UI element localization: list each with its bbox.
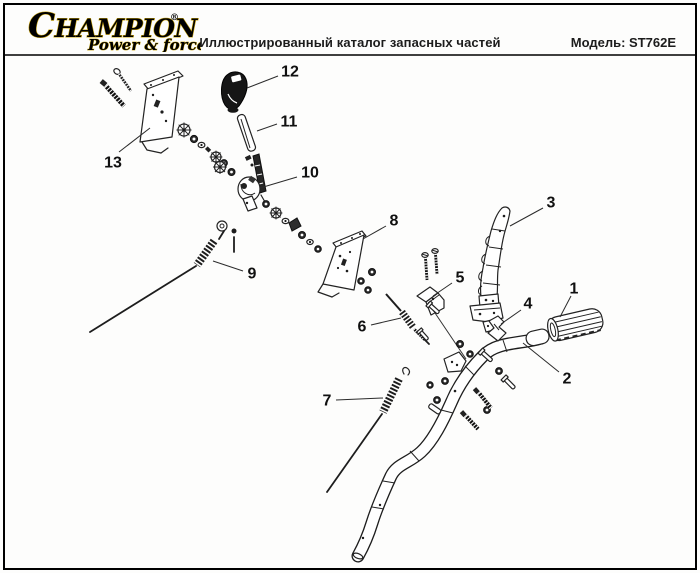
part-number-3: 3 bbox=[547, 195, 556, 212]
leader-line-6 bbox=[370, 317, 402, 326]
leader-line-1 bbox=[559, 295, 572, 318]
leader-line-10 bbox=[259, 176, 298, 189]
part-1-handle-grip bbox=[547, 308, 604, 342]
champion-logo: CHAMPION ® Power & force bbox=[26, 5, 206, 57]
fastener-cluster bbox=[416, 300, 516, 431]
part-number-13: 13 bbox=[104, 155, 122, 172]
registered-mark: ® bbox=[170, 13, 179, 23]
part-10-shifter-mechanism bbox=[213, 153, 267, 212]
part-8-bracket-plate bbox=[317, 230, 376, 298]
logo-brand-text: CHAMPION bbox=[28, 6, 199, 46]
part-number-10: 10 bbox=[301, 165, 319, 182]
washer-trail-upper bbox=[176, 122, 228, 167]
leader-line-9 bbox=[212, 260, 244, 272]
part-7-cable-assembly bbox=[326, 366, 411, 493]
logo-tagline: Power & force bbox=[87, 36, 201, 52]
part-number-2: 2 bbox=[563, 371, 572, 388]
part-number-5: 5 bbox=[456, 270, 465, 287]
part-number-9: 9 bbox=[248, 266, 257, 283]
part-12-shift-knob bbox=[221, 71, 248, 113]
part-number-1: 1 bbox=[570, 281, 579, 298]
page-title: Иллюстрированный каталог запасных частей bbox=[199, 35, 501, 50]
leader-line-12 bbox=[246, 75, 279, 89]
tube-mount-plate bbox=[443, 351, 467, 373]
part-number-6: 6 bbox=[358, 319, 367, 336]
part-3-drive-lever bbox=[469, 206, 511, 333]
part-4-clip bbox=[487, 315, 507, 342]
model-label: Модель: ST762E bbox=[570, 35, 676, 50]
bolt-pair-near-part-13 bbox=[99, 68, 133, 108]
leader-line-11 bbox=[256, 123, 278, 132]
header-divider bbox=[5, 54, 695, 56]
part-9-cable-assembly bbox=[89, 220, 237, 333]
leader-line-2 bbox=[522, 342, 560, 373]
part-number-12: 12 bbox=[281, 64, 299, 81]
leader-line-5 bbox=[432, 282, 453, 297]
part-number-8: 8 bbox=[390, 213, 399, 230]
leader-line-8 bbox=[362, 225, 387, 240]
part-6-cable-adjuster bbox=[385, 293, 430, 345]
part-11-shift-rod bbox=[236, 113, 257, 167]
leader-line-13 bbox=[118, 127, 151, 153]
part-number-7: 7 bbox=[323, 393, 332, 410]
leader-line-4 bbox=[500, 309, 522, 325]
washer-trail-lower bbox=[262, 200, 322, 253]
part-13-bracket-plate bbox=[139, 70, 184, 154]
part-number-4: 4 bbox=[524, 296, 533, 313]
leader-line-7 bbox=[335, 397, 384, 401]
leader-line-3 bbox=[509, 207, 544, 227]
part-number-11: 11 bbox=[281, 114, 298, 131]
